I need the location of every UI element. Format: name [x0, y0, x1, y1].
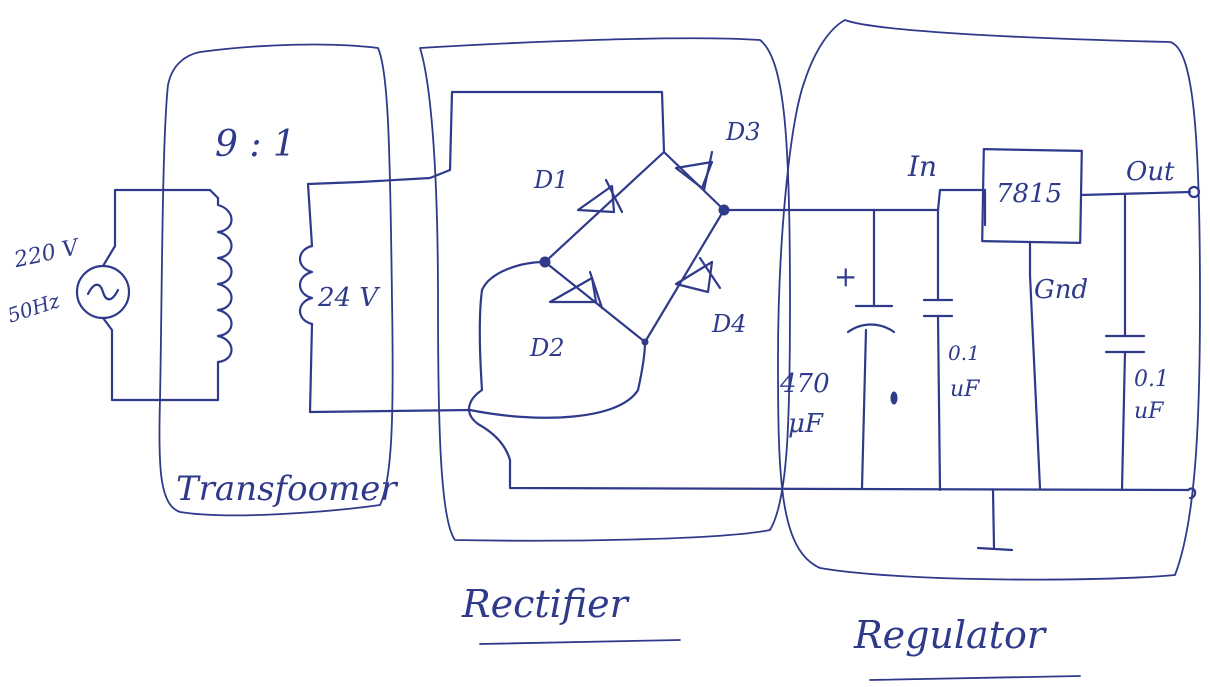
- diode-d1-label: D1: [533, 166, 569, 194]
- ground-symbol: [976, 546, 1014, 552]
- secondary-coil: [298, 244, 314, 326]
- diode-d1-bar: [604, 178, 624, 214]
- input-cap-value: 0.1: [948, 341, 980, 365]
- transformer-box: [158, 43, 394, 517]
- ground-lead: [991, 488, 996, 550]
- diode-d4-bar: [698, 256, 722, 290]
- transformer-ratio: 9 : 1: [215, 124, 296, 165]
- diode-d2-label: D2: [529, 334, 565, 362]
- diode-d1: [576, 184, 616, 214]
- positive-rail: [722, 188, 987, 212]
- filter-cap-plate-bottom: [846, 323, 896, 334]
- primary-wire-top: [101, 188, 220, 268]
- diode-d4-label: D4: [711, 310, 747, 338]
- regulator-ic-label: 7815: [996, 179, 1062, 209]
- regulator-section-label: Regulator: [853, 613, 1048, 657]
- bridge-left-top: [543, 150, 666, 264]
- rectifier-underline: [479, 639, 681, 645]
- regulator-ic-body: [981, 148, 1083, 244]
- regulator-underline: [869, 675, 1081, 681]
- diode-d2-bar: [588, 270, 604, 310]
- filter-cap-unit: μF: [788, 409, 824, 439]
- regulator-out-wire: [1079, 190, 1192, 197]
- ink-dot: [890, 391, 898, 405]
- output-cap-bottom-lead: [1120, 350, 1127, 492]
- output-cap-unit: uF: [1134, 399, 1164, 424]
- source-voltage-label: 220 V: [11, 235, 83, 274]
- filter-cap-value: 470: [779, 369, 830, 399]
- regulator-out-label: Out: [1126, 157, 1175, 187]
- bridge-negative-return: [467, 260, 1190, 492]
- input-cap-unit: uF: [950, 377, 980, 402]
- filter-cap-bottom-lead: [860, 328, 868, 490]
- output-terminal-bottom: [1186, 487, 1197, 500]
- regulator-gnd-label: Gnd: [1034, 275, 1088, 305]
- rectifier-box: [419, 37, 791, 542]
- primary-wire-bottom: [101, 316, 220, 402]
- output-cap-value: 0.1: [1134, 367, 1169, 392]
- rectifier-section-label: Rectifier: [461, 582, 631, 626]
- diode-d3-bar: [702, 150, 714, 192]
- secondary-voltage-label: 24 V: [317, 283, 380, 313]
- diode-d4: [674, 260, 714, 294]
- secondary-wire-top: [306, 90, 666, 248]
- output-terminal-top: [1187, 185, 1201, 199]
- secondary-wire-bottom: [308, 322, 472, 414]
- bridge-ac-feed: [468, 340, 647, 419]
- bridge-bottom-right: [643, 208, 726, 344]
- diode-d2: [548, 276, 598, 304]
- primary-coil: [216, 196, 233, 382]
- diode-d3-label: D3: [725, 118, 761, 146]
- regulator-in-label: In: [907, 150, 937, 183]
- regulator-gnd-lead: [1028, 240, 1042, 490]
- ac-source-symbol: [86, 283, 120, 301]
- regulator-box: [777, 19, 1201, 581]
- transformer-section-label: Transfoomer: [176, 469, 398, 509]
- source-frequency-label: 50Hz: [4, 288, 63, 327]
- filter-cap-polarity: +: [834, 260, 857, 293]
- input-cap-bottom-lead: [936, 314, 942, 492]
